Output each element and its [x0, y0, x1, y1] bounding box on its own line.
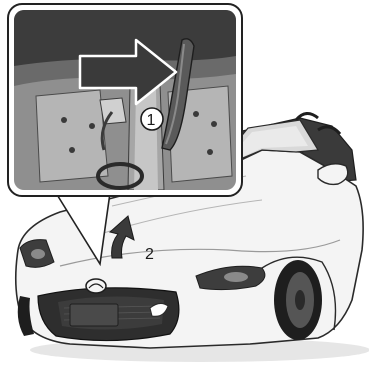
brand-logo [86, 279, 106, 293]
step-1-label: 1 [147, 112, 156, 129]
step-2-label: 2 [145, 246, 154, 263]
